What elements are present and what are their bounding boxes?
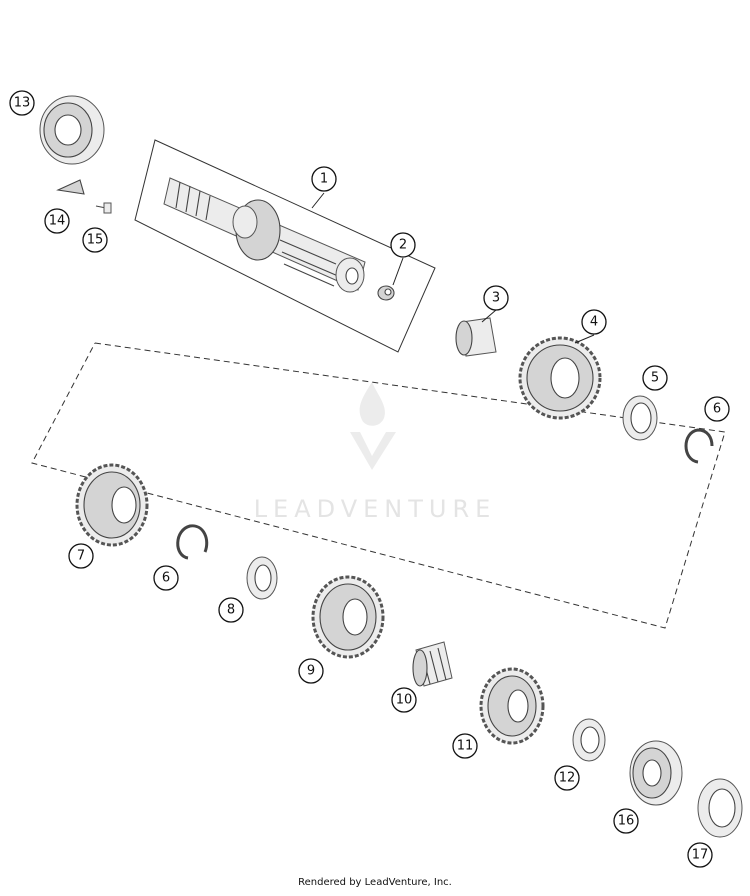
callout-5: 5: [642, 365, 668, 391]
part-12-washer: [572, 718, 606, 762]
part-1-main-shaft: [163, 177, 366, 293]
svg-text:16: 16: [618, 814, 635, 829]
footer-credit: Rendered by LeadVenture, Inc.: [298, 877, 452, 888]
svg-text:5: 5: [651, 371, 659, 386]
svg-text:2: 2: [399, 238, 407, 253]
leader-lines: [311, 192, 595, 344]
part-4-gear: [518, 336, 602, 420]
svg-text:7: 7: [77, 549, 85, 564]
callout-16: 16: [613, 808, 639, 834]
callout-7: 7: [68, 543, 94, 569]
part-13-bearing: [39, 95, 105, 165]
callout-9: 9: [298, 658, 324, 684]
callout-1: 1: [311, 166, 337, 192]
callout-15: 15: [82, 227, 108, 253]
watermark-flame-icon: [359, 382, 385, 426]
svg-text:10: 10: [396, 693, 413, 708]
svg-text:17: 17: [692, 848, 709, 863]
watermark: LEADVENTURE: [254, 382, 497, 523]
callout-11: 11: [452, 733, 478, 759]
svg-text:3: 3: [492, 291, 500, 306]
callout-12: 12: [554, 765, 580, 791]
svg-text:6: 6: [713, 402, 721, 417]
callout-14: 14: [44, 208, 70, 234]
callout-8: 8: [218, 597, 244, 623]
svg-text:6: 6: [162, 571, 170, 586]
part-17-shim: [697, 778, 743, 838]
part-2-plug: [377, 285, 395, 301]
svg-text:14: 14: [49, 214, 66, 229]
part-14-lock-plate: [56, 179, 85, 195]
svg-text:8: 8: [227, 603, 235, 618]
callout-4: 4: [581, 309, 607, 335]
svg-text:4: 4: [590, 315, 598, 330]
watermark-v-icon: [350, 432, 396, 470]
callout-10: 10: [391, 687, 417, 713]
callout-6-upper: 6: [704, 396, 730, 422]
part-15-screw: [95, 202, 112, 214]
svg-text:11: 11: [457, 739, 474, 754]
part-7-gear: [75, 463, 149, 547]
svg-text:9: 9: [307, 664, 315, 679]
callout-3: 3: [483, 285, 509, 311]
part-6-circlip-upper: [684, 428, 714, 464]
svg-text:1: 1: [320, 172, 328, 187]
watermark-text: LEADVENTURE: [254, 495, 497, 523]
shaft-assembly-box: [134, 139, 436, 353]
part-9-gear: [311, 575, 385, 659]
svg-text:15: 15: [87, 233, 104, 248]
callout-6-lower: 6: [153, 565, 179, 591]
part-11-gear: [479, 667, 545, 745]
gear-group-outline: [31, 342, 726, 629]
callout-13: 13: [9, 90, 35, 116]
part-3-bushing: [455, 317, 497, 357]
svg-text:13: 13: [14, 96, 31, 111]
part-6-circlip-lower: [176, 524, 209, 560]
part-16-bearing: [629, 740, 683, 806]
part-5-washer: [622, 395, 658, 441]
svg-text:12: 12: [559, 771, 576, 786]
callout-17: 17: [687, 842, 713, 868]
callout-2: 2: [390, 232, 416, 258]
part-10-needle-bearing: [412, 641, 453, 687]
part-8-washer: [246, 556, 278, 600]
